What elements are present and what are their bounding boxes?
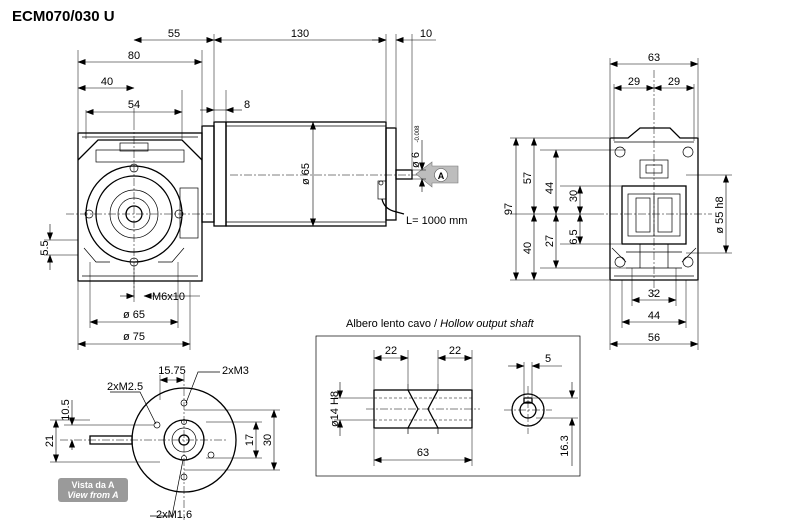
motor-flange [201, 125, 215, 223]
caption-vista-da-a: Vista da A [71, 480, 115, 490]
right-view: 63 29 29 97 57 40 44 27 30 6.5 ø 55 h8 3… [503, 52, 732, 350]
dim-54: 54 [128, 99, 140, 111]
dim-29-right: 29 [668, 76, 680, 88]
dim-5-5: 5.5 [39, 240, 51, 255]
dim-55: 55 [168, 28, 180, 40]
dim-63-shaft: 63 [417, 447, 429, 459]
dim-16-3: 16.3 [559, 435, 571, 456]
dim-flange-diameter-65: ø 65 [123, 309, 145, 321]
arrow-letter: A [438, 171, 445, 181]
dim-55-h8: ø 55 h8 [714, 196, 726, 233]
label-2xm1-6: 2xM1.6 [156, 509, 192, 521]
hollow-shaft-frame [315, 335, 581, 477]
cable-length-label: L= 1000 mm [406, 215, 467, 227]
dim-63: 63 [648, 52, 660, 64]
view-from-a-badge [58, 478, 128, 502]
dim-44-horizontal: 44 [648, 310, 660, 322]
dim-57: 57 [522, 172, 534, 184]
dim-flange-diameter-75: ø 75 [123, 331, 145, 343]
dim-32: 32 [648, 288, 660, 300]
dim-6-5: 6.5 [568, 229, 580, 244]
dim-56: 56 [648, 332, 660, 344]
dim-22-right: 22 [449, 345, 461, 357]
label-2xm2-5: 2xM2.5 [107, 381, 143, 393]
dim-30-front: 30 [262, 434, 274, 446]
dim-40: 40 [101, 76, 113, 88]
hollow-shaft-title-en: Hollow output shaft [440, 318, 534, 330]
dim-10: 10 [420, 28, 432, 40]
front-flange-outer [131, 387, 237, 493]
label-2xm3: 2xM3 [222, 365, 249, 377]
dim-27: 27 [544, 235, 556, 247]
right-view-housing [609, 127, 699, 281]
dim-shaft-tolerance: -0.008 [415, 125, 421, 143]
dim-14-h8: ø14 H8 [329, 391, 341, 427]
dim-5-key: 5 [545, 353, 551, 365]
dim-44-vertical: 44 [544, 182, 556, 194]
caption-view-from-a: View from A [67, 490, 118, 500]
dim-shaft-diameter: ø 6 [410, 152, 422, 168]
dim-80: 80 [128, 50, 140, 62]
dim-22-left: 22 [385, 345, 397, 357]
drawing-title: ECM070/030 U [12, 8, 115, 25]
side-view: A 55 130 10 80 40 54 8 [39, 28, 467, 350]
dim-15-75: 15.75 [158, 365, 186, 377]
dim-97: 97 [503, 203, 515, 215]
dim-10-5: 10.5 [60, 399, 72, 420]
front-view-shaft [89, 435, 133, 445]
dim-17: 17 [244, 434, 256, 446]
hollow-shaft-title-it: Albero lento cavo / [346, 318, 440, 330]
dim-motor-diameter: ø 65 [300, 163, 312, 185]
dim-40-right: 40 [522, 242, 534, 254]
dim-8: 8 [244, 99, 250, 111]
dim-m6x10: M6x10 [152, 291, 185, 303]
hollow-shaft-panel: Albero lento cavo / Hollow output shaft … [315, 318, 581, 477]
hollow-shaft-title: Albero lento cavo / Hollow output shaft [346, 318, 535, 330]
motor-shaft [395, 169, 413, 180]
dim-21: 21 [44, 435, 56, 447]
cable [381, 198, 405, 215]
dim-30-right: 30 [568, 190, 580, 202]
dim-29-left: 29 [628, 76, 640, 88]
dim-130: 130 [291, 28, 309, 40]
front-view: 15.75 2xM3 2xM2.5 10.5 21 17 30 2xM1.6 V… [44, 365, 280, 521]
view-arrow-a: A [415, 161, 459, 188]
